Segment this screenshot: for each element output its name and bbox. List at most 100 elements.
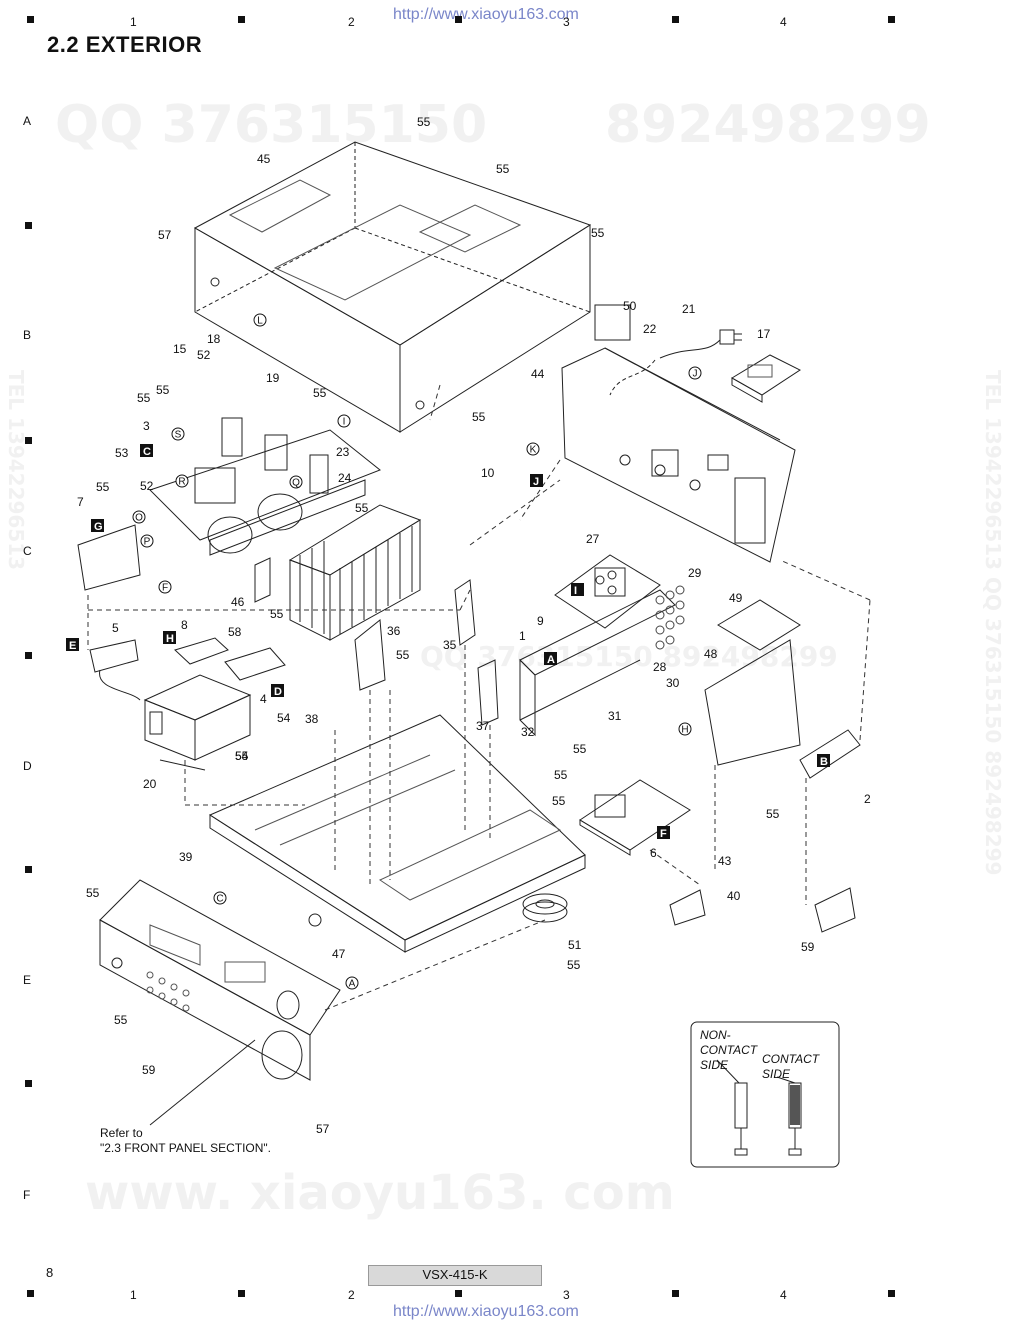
part-number-label: 54 bbox=[235, 749, 249, 763]
part-number-label: 54 bbox=[277, 711, 291, 725]
part-number-label: 22 bbox=[643, 322, 657, 336]
connector-mark-circle bbox=[253, 313, 267, 327]
top-url[interactable]: http://www.xiaoyu163.com bbox=[393, 6, 579, 23]
part-number-label: 30 bbox=[666, 676, 680, 690]
bracket-46 bbox=[254, 557, 271, 603]
column-number: 1 bbox=[130, 15, 137, 29]
part-number-label: 39 bbox=[179, 850, 193, 864]
connector-mark-label: A bbox=[349, 979, 356, 990]
registration-mark bbox=[672, 1290, 679, 1297]
connector-mark-circle bbox=[678, 722, 692, 736]
board-code-label: I bbox=[574, 585, 577, 597]
connector-mark-label: P bbox=[144, 537, 151, 548]
part-17 bbox=[731, 354, 801, 403]
board-code-label: B bbox=[820, 756, 828, 768]
front-panel bbox=[99, 879, 341, 1081]
registration-mark bbox=[25, 1080, 32, 1087]
board-code-box bbox=[544, 652, 557, 665]
column-number: 3 bbox=[563, 1288, 570, 1302]
part-number-label: 55 bbox=[313, 386, 327, 400]
part-number-label: 21 bbox=[682, 302, 696, 316]
part-number-label: 40 bbox=[727, 889, 741, 903]
part-number-label: 7 bbox=[77, 495, 84, 509]
connector-mark-circle bbox=[345, 976, 359, 990]
part-number-label: 19 bbox=[266, 371, 280, 385]
connector-mark-label: K bbox=[530, 445, 537, 456]
power-cord bbox=[609, 329, 742, 396]
connector-mark-label: S bbox=[175, 430, 182, 441]
connector-mark-circle bbox=[158, 580, 172, 594]
board-code-box bbox=[571, 583, 584, 596]
part-number-label: 48 bbox=[704, 647, 718, 661]
part-number-label: 55 bbox=[554, 768, 568, 782]
part-number-label: 3 bbox=[143, 419, 150, 433]
legend-contact: CONTACT SIDE bbox=[762, 1052, 820, 1081]
registration-mark bbox=[455, 16, 462, 23]
part-number-label: 10 bbox=[481, 466, 495, 480]
part-number-label: 50 bbox=[623, 299, 637, 313]
column-number: 3 bbox=[563, 15, 570, 29]
connector-mark-label: F bbox=[162, 583, 168, 594]
part-number-label: 17 bbox=[757, 327, 771, 341]
bracket-37 bbox=[477, 659, 499, 726]
board-i bbox=[554, 554, 661, 629]
part-number-label: 55 bbox=[472, 410, 486, 424]
registration-mark bbox=[672, 16, 679, 23]
part-number-label: 46 bbox=[231, 595, 245, 609]
connector-mark-circle bbox=[337, 414, 351, 428]
connector-mark-circle bbox=[213, 891, 227, 905]
part-number-label: 52 bbox=[197, 348, 211, 362]
part-number-label: 57 bbox=[316, 1122, 330, 1136]
board-code-box bbox=[530, 474, 543, 487]
part-number-label: 37 bbox=[476, 719, 490, 733]
top-cover bbox=[193, 141, 592, 433]
connector-mark-circle bbox=[132, 510, 146, 524]
part-number-label: 55 bbox=[496, 162, 510, 176]
part-number-label: 52 bbox=[140, 479, 154, 493]
registration-mark bbox=[888, 16, 895, 23]
part-number-label: 55 bbox=[270, 607, 284, 621]
bracket-43 bbox=[669, 889, 706, 926]
section-title: 2.2 EXTERIOR bbox=[47, 32, 203, 57]
chassis bbox=[208, 714, 586, 953]
watermark-site: www. xiaoyu163. com bbox=[85, 1165, 675, 1221]
refer-note-line2: "2.3 FRONT PANEL SECTION". bbox=[100, 1141, 271, 1155]
part-number-label: 55 bbox=[396, 648, 410, 662]
row-label: E bbox=[23, 973, 32, 987]
part-number-label: 28 bbox=[653, 660, 667, 674]
connector-mark-label: J bbox=[693, 369, 698, 380]
part-number-label: 49 bbox=[729, 591, 743, 605]
part-number-label: 55 bbox=[137, 391, 151, 405]
board-code-label: D bbox=[274, 686, 282, 698]
bottom-url[interactable]: http://www.xiaoyu163.com bbox=[393, 1303, 579, 1320]
registration-mark bbox=[25, 437, 32, 444]
part-number-label: 55 bbox=[96, 480, 110, 494]
board-g bbox=[77, 524, 141, 591]
part-number-label: 15 bbox=[173, 342, 187, 356]
part-number-label: 31 bbox=[608, 709, 622, 723]
part-number-label: 38 bbox=[305, 712, 319, 726]
registration-mark bbox=[27, 16, 34, 23]
part-number-label: 57 bbox=[158, 228, 172, 242]
board-code-box bbox=[817, 754, 830, 767]
shield-48 bbox=[704, 639, 801, 766]
board-code-label: H bbox=[166, 633, 174, 645]
column-number: 2 bbox=[348, 1288, 355, 1302]
part-number-label: 23 bbox=[336, 445, 350, 459]
part-number-label: 43 bbox=[718, 854, 732, 868]
part-number-label: 47 bbox=[332, 947, 346, 961]
board-code-label: A bbox=[547, 654, 555, 666]
registration-mark bbox=[238, 16, 245, 23]
part-47 bbox=[814, 887, 856, 933]
part-number-label: 59 bbox=[801, 940, 815, 954]
board-code-label: G bbox=[94, 521, 103, 533]
column-number: 2 bbox=[348, 15, 355, 29]
connector-mark-label: O bbox=[135, 513, 143, 524]
part-number-label: 29 bbox=[688, 566, 702, 580]
connector-mark-label: Q bbox=[292, 478, 300, 489]
model-number: VSX-415-K bbox=[368, 1265, 542, 1286]
bracket-35 bbox=[454, 579, 476, 646]
board-b bbox=[799, 729, 861, 779]
watermark-qq-number: 892498299 bbox=[605, 95, 931, 155]
